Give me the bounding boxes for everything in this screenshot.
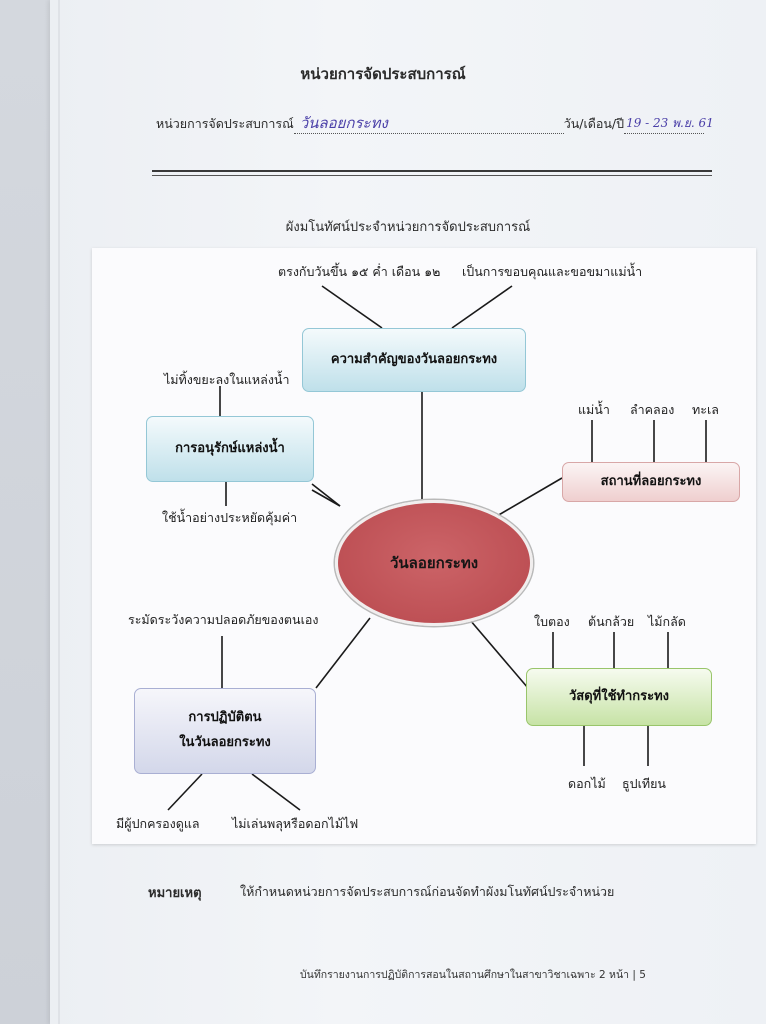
unit-label: หน่วยการจัดประสบการณ์ bbox=[156, 116, 294, 131]
unit-info-line: หน่วยการจัดประสบการณ์ วันลอยกระทง วัน/เดือ… bbox=[156, 114, 714, 134]
conduct-leaf-2: มีผู้ปกครองดูแล bbox=[116, 816, 200, 831]
unit-value-field: วันลอยกระทง bbox=[293, 114, 564, 134]
connector-conduct-leaf-3 bbox=[251, 773, 301, 811]
conservation-leaf-1: ไม่ทิ้งขยะลงในแหล่งน้ำ bbox=[164, 372, 290, 387]
note-text: ให้กำหนดหน่วยการจัดประสบการณ์ก่อนจัดทำผั… bbox=[240, 884, 615, 899]
branch-conduct-line2: ในวันลอยกระทง bbox=[179, 735, 271, 750]
divider-line bbox=[152, 170, 712, 172]
materials-leaf-1: ใบตอง bbox=[534, 614, 570, 629]
connector-center-places bbox=[496, 477, 563, 517]
mindmap-center-node: วันลอยกระทง bbox=[335, 500, 533, 626]
places-leaf-3: ทะเล bbox=[692, 402, 719, 417]
divider-line-secondary bbox=[152, 175, 712, 176]
connector-center-materials bbox=[469, 619, 529, 689]
materials-leaf-4: ดอกไม้ bbox=[568, 776, 606, 791]
page-edge bbox=[58, 0, 60, 1024]
places-leaf-1: แม่น้ำ bbox=[578, 402, 610, 417]
branch-places: สถานที่ลอยกระทง bbox=[562, 462, 740, 502]
branch-conservation: การอนุรักษ์แหล่งน้ำ bbox=[146, 416, 314, 482]
branch-materials: วัสดุที่ใช้ทำกระทง bbox=[526, 668, 712, 726]
connector-center-conduct bbox=[315, 617, 371, 689]
places-leaf-2: ลำคลอง bbox=[630, 402, 675, 417]
date-value-field: 19 - 23 พ.ย. 61 bbox=[624, 116, 714, 134]
note-label: หมายเหตุ bbox=[148, 886, 202, 901]
branch-conduct-line1: การปฏิบัติตน bbox=[188, 710, 262, 726]
materials-leaf-3: ไม้กลัด bbox=[648, 614, 686, 629]
materials-leaf-5: ธูปเทียน bbox=[622, 776, 666, 791]
connector-conduct-leaf-2 bbox=[167, 773, 203, 811]
materials-leaf-2: ต้นกล้วย bbox=[588, 614, 635, 629]
importance-leaf-2: เป็นการขอบคุณและขอขมาแม่น้ำ bbox=[462, 264, 643, 279]
date-value-handwritten: 19 - 23 พ.ย. 61 bbox=[626, 116, 714, 130]
page-footer: บันทึกรายงานการปฏิบัติการสอนในสถานศึกษาใ… bbox=[300, 969, 646, 981]
date-label: วัน/เดือน/ปี bbox=[563, 116, 625, 131]
mindmap-card: วันลอยกระทง ตรงกับวันขึ้น ๑๕ ค่ำ เดือน ๑… bbox=[92, 248, 756, 844]
mindmap-heading: ผังมโนทัศน์ประจำหน่วยการจัดประสบการณ์ bbox=[285, 220, 531, 235]
unit-value-handwritten: วันลอยกระทง bbox=[299, 114, 388, 132]
importance-leaf-1: ตรงกับวันขึ้น ๑๕ ค่ำ เดือน ๑๒ bbox=[278, 264, 441, 279]
conservation-leaf-2: ใช้น้ำอย่างประหยัดคุ้มค่า bbox=[162, 510, 298, 525]
connector-center-conservation bbox=[311, 483, 341, 507]
document-title: หน่วยการจัดประสบการณ์ bbox=[300, 65, 466, 83]
branch-importance: ความสำคัญของวันลอยกระทง bbox=[302, 328, 526, 392]
connector-lines bbox=[167, 285, 707, 811]
connector-importance-leaf-2 bbox=[451, 285, 513, 329]
connector-importance-leaf-1 bbox=[321, 285, 383, 329]
conduct-leaf-1: ระมัดระวังความปลอดภัยของตนเอง bbox=[128, 612, 319, 627]
branch-conduct: การปฏิบัติตน ในวันลอยกระทง bbox=[134, 688, 316, 774]
conduct-leaf-3: ไม่เล่นพลุหรือดอกไม้ไฟ bbox=[232, 816, 359, 831]
